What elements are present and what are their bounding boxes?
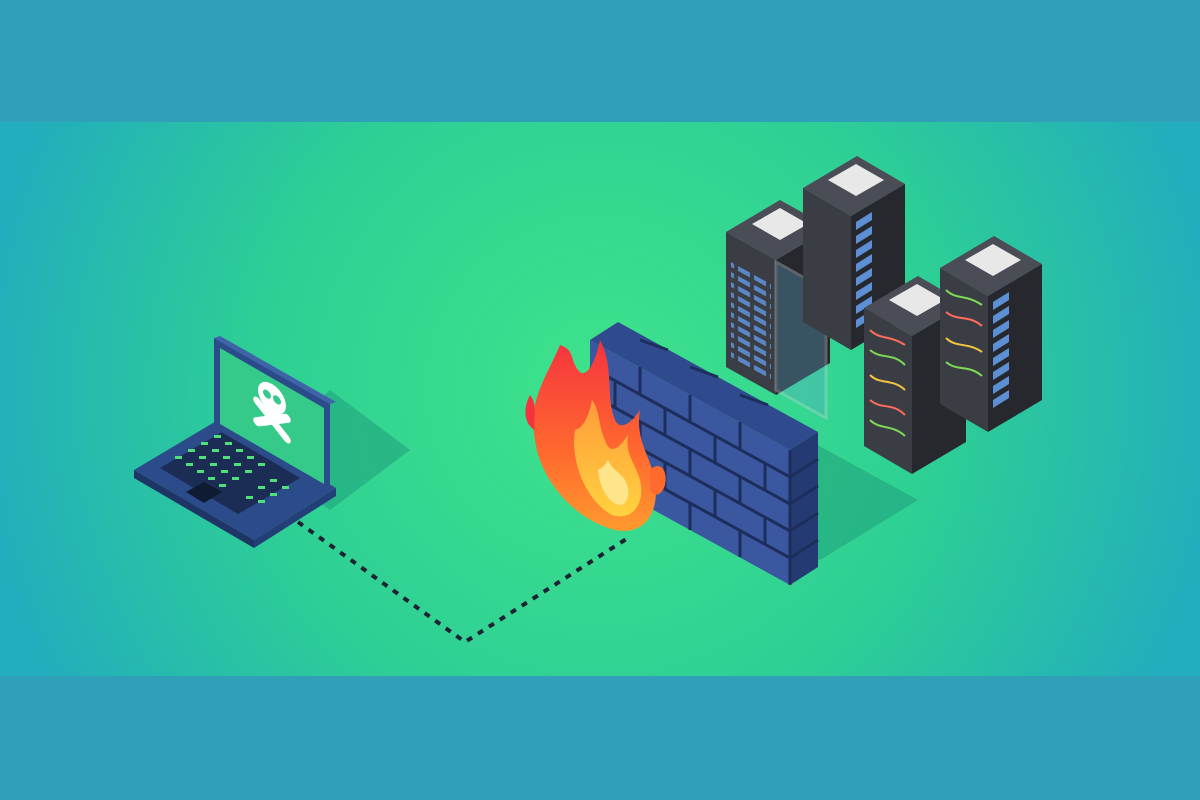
server-rack-icon <box>940 236 1042 432</box>
fire-icon <box>525 340 666 531</box>
connection-path <box>296 520 630 645</box>
brick-wall-icon <box>589 322 918 585</box>
